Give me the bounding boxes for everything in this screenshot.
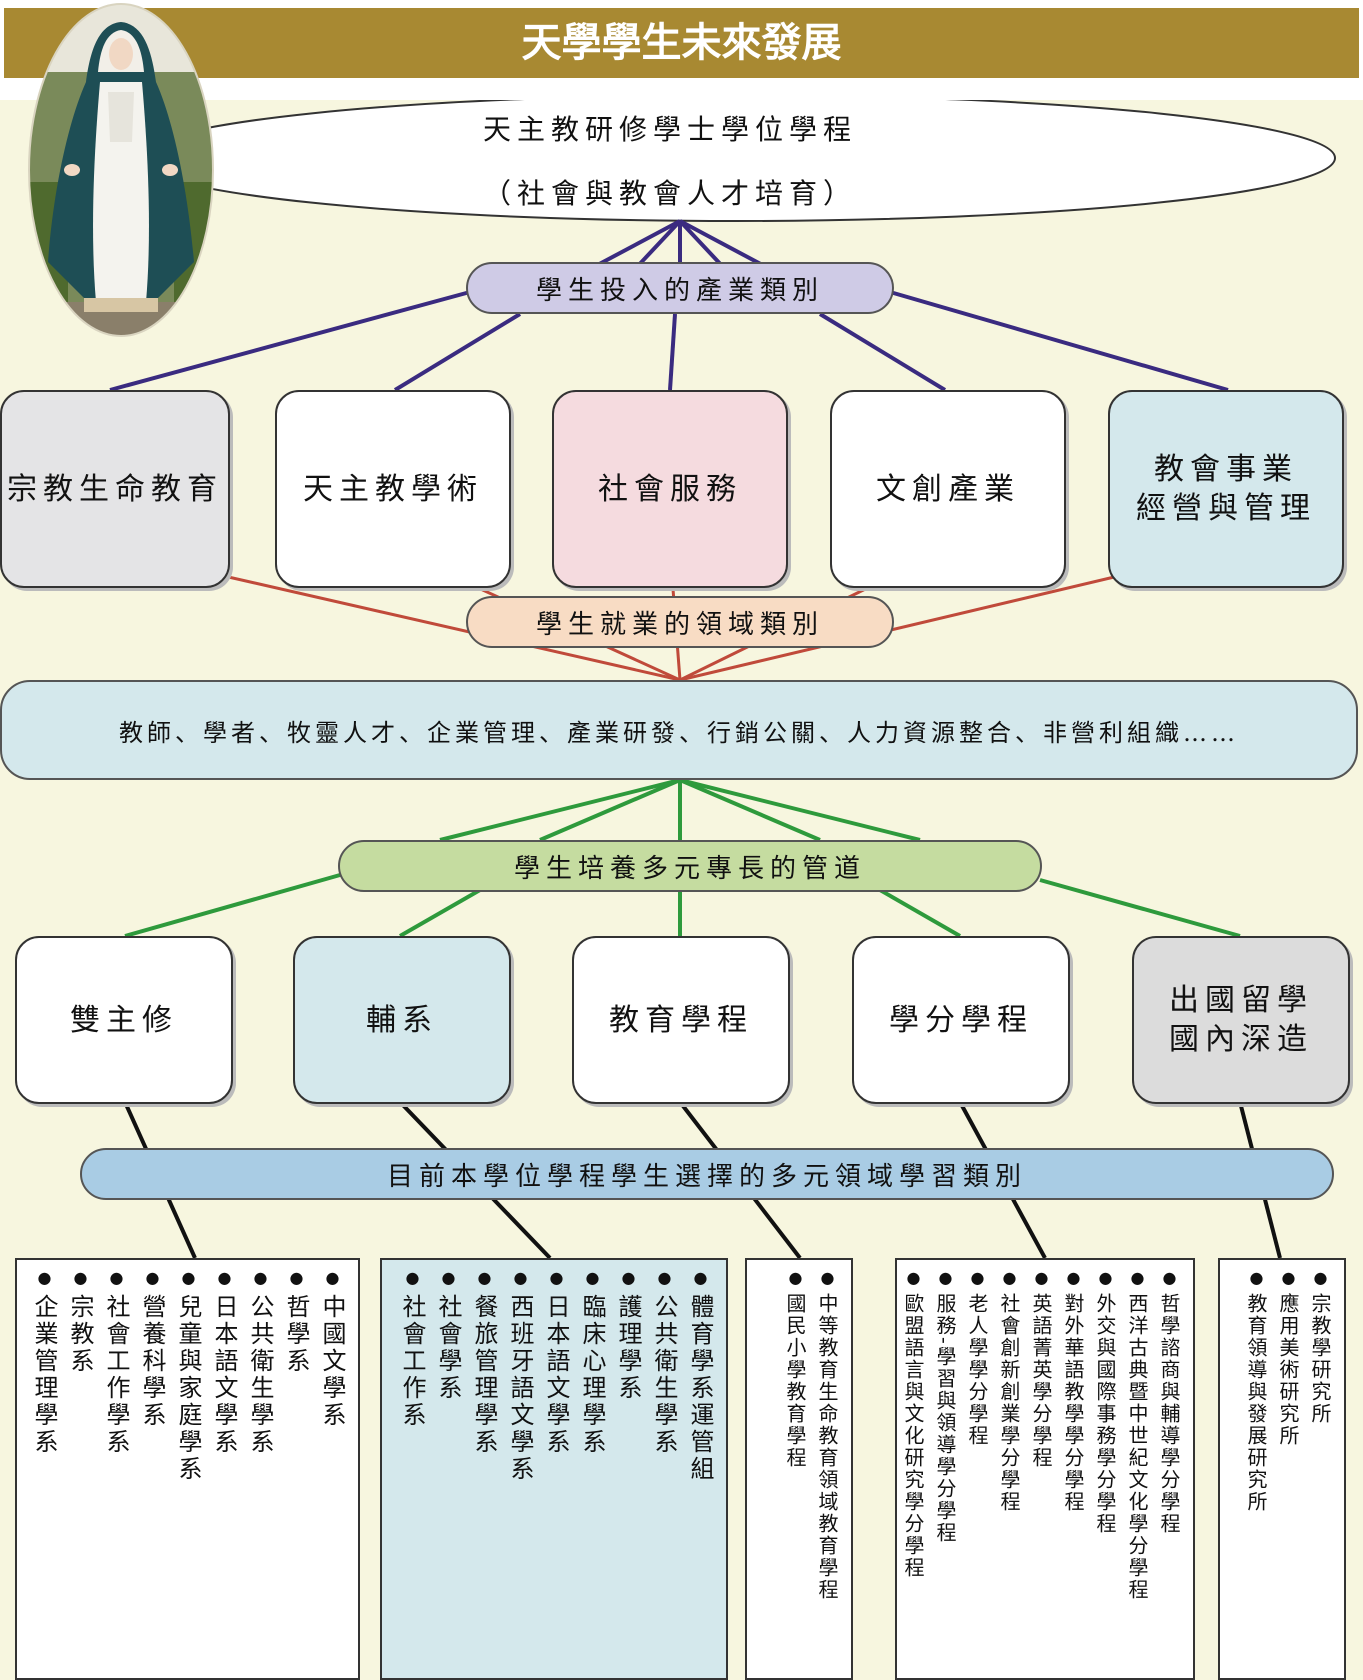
list-item: 兒童與家庭學系 <box>172 1268 204 1670</box>
study-areas-pill: 目前本學位學程學生選擇的多元領域學習類別 <box>80 1148 1334 1200</box>
list-item: 社會學系 <box>432 1268 464 1670</box>
list-item: 社會工作系 <box>396 1268 428 1670</box>
employment-fields-box: 教師、學者、牧靈人才、企業管理、產業研發、行銷公關、人力資源整合、非營利組織…… <box>0 680 1358 780</box>
industry-box-catholic-scholarship: 天主教學術 <box>275 390 511 588</box>
list-item: 西班牙語文學系 <box>504 1268 536 1670</box>
banner-title: 天學學生未來發展 <box>521 20 842 66</box>
list-item: 國民小學教育學程 <box>781 1268 809 1670</box>
study-list-minor: 體育學系運管組 公共衛生學系 護理學系 臨床心理學系 日本語文學系 西班牙語文學… <box>380 1258 728 1680</box>
pathway-box-minor: 輔系 <box>293 936 511 1104</box>
list-item: 日本語文學系 <box>540 1268 572 1670</box>
industry-box-social-service: 社會服務 <box>552 390 788 588</box>
pathway-box-credit-program: 學分學程 <box>852 936 1070 1104</box>
pathway-box-education-program: 教育學程 <box>572 936 790 1104</box>
banner: 天學學生未來發展 <box>0 0 1363 80</box>
industry-category-pill: 學生投入的產業類別 <box>466 262 894 314</box>
industry-box-church-management: 教會事業 經營與管理 <box>1108 390 1344 588</box>
industry-box-religious-life-education: 宗教生命教育 <box>0 390 230 588</box>
study-list-graduate: 宗教學研究所 應用美術研究所 教育領導與發展研究所 <box>1218 1258 1346 1680</box>
list-item: 宗教學研究所 <box>1306 1268 1334 1670</box>
pathway-box-study-abroad: 出國留學 國內深造 <box>1132 936 1350 1104</box>
list-item: 老人學學分學程 <box>963 1268 991 1670</box>
list-item: 西洋古典暨中世紀文化學分學程 <box>1123 1268 1151 1670</box>
list-item: 哲學系 <box>280 1268 312 1670</box>
study-list-credit-program: 哲學諮商與輔導學分學程 西洋古典暨中世紀文化學分學程 外交與國際事務學分學程 對… <box>895 1258 1195 1680</box>
employment-category-pill: 學生就業的領域類別 <box>466 596 894 648</box>
list-item: 社會工作學系 <box>100 1268 132 1670</box>
list-item: 餐旅管理學系 <box>468 1268 500 1670</box>
list-item: 臨床心理學系 <box>576 1268 608 1670</box>
banner-bar <box>4 8 1359 78</box>
pathway-category-pill: 學生培養多元專長的管道 <box>338 840 1042 892</box>
list-item: 日本語文學系 <box>208 1268 240 1670</box>
program-title: 天主教研修學士學位學程 <box>482 113 857 146</box>
madonna-statue-photo <box>28 3 214 337</box>
list-item: 營養科學系 <box>136 1268 168 1670</box>
list-item: 服務-學習與領導學分學程 <box>931 1268 959 1670</box>
program-subtitle: （社會與教會人才培育） <box>482 177 857 210</box>
diagram-canvas: 天主教研修學士學位學程 （社會與教會人才培育） 學生投入的產業類別 宗教生命教育… <box>0 100 1363 1680</box>
study-list-education-program: 中等教育生命教育領域教育學程 國民小學教育學程 <box>745 1258 853 1680</box>
list-item: 應用美術研究所 <box>1274 1268 1302 1670</box>
list-item: 外交與國際事務學分學程 <box>1091 1268 1119 1670</box>
list-item: 對外華語教學學分學程 <box>1059 1268 1087 1670</box>
study-list-double-major: 中國文學系 哲學系 公共衛生學系 日本語文學系 兒童與家庭學系 營養科學系 社會… <box>15 1258 360 1680</box>
list-item: 公共衛生學系 <box>244 1268 276 1670</box>
pathway-box-double-major: 雙主修 <box>15 936 233 1104</box>
list-item: 公共衛生學系 <box>648 1268 680 1670</box>
list-item: 英語菁英學分學程 <box>1027 1268 1055 1670</box>
list-item: 社會創新創業學分學程 <box>995 1268 1023 1670</box>
list-item: 護理學系 <box>612 1268 644 1670</box>
green-connectors <box>124 778 1241 938</box>
list-item: 教育領導與發展研究所 <box>1242 1268 1270 1670</box>
list-item: 宗教系 <box>64 1268 96 1670</box>
list-item: 企業管理學系 <box>28 1268 60 1670</box>
list-item: 中等教育生命教育領域教育學程 <box>813 1268 841 1670</box>
list-item: 歐盟語言與文化研究學分學程 <box>899 1268 927 1670</box>
list-item: 體育學系運管組 <box>684 1268 716 1670</box>
industry-box-cultural-creative: 文創產業 <box>830 390 1066 588</box>
list-item: 中國文學系 <box>316 1268 348 1670</box>
list-item: 哲學諮商與輔導學分學程 <box>1155 1268 1183 1670</box>
